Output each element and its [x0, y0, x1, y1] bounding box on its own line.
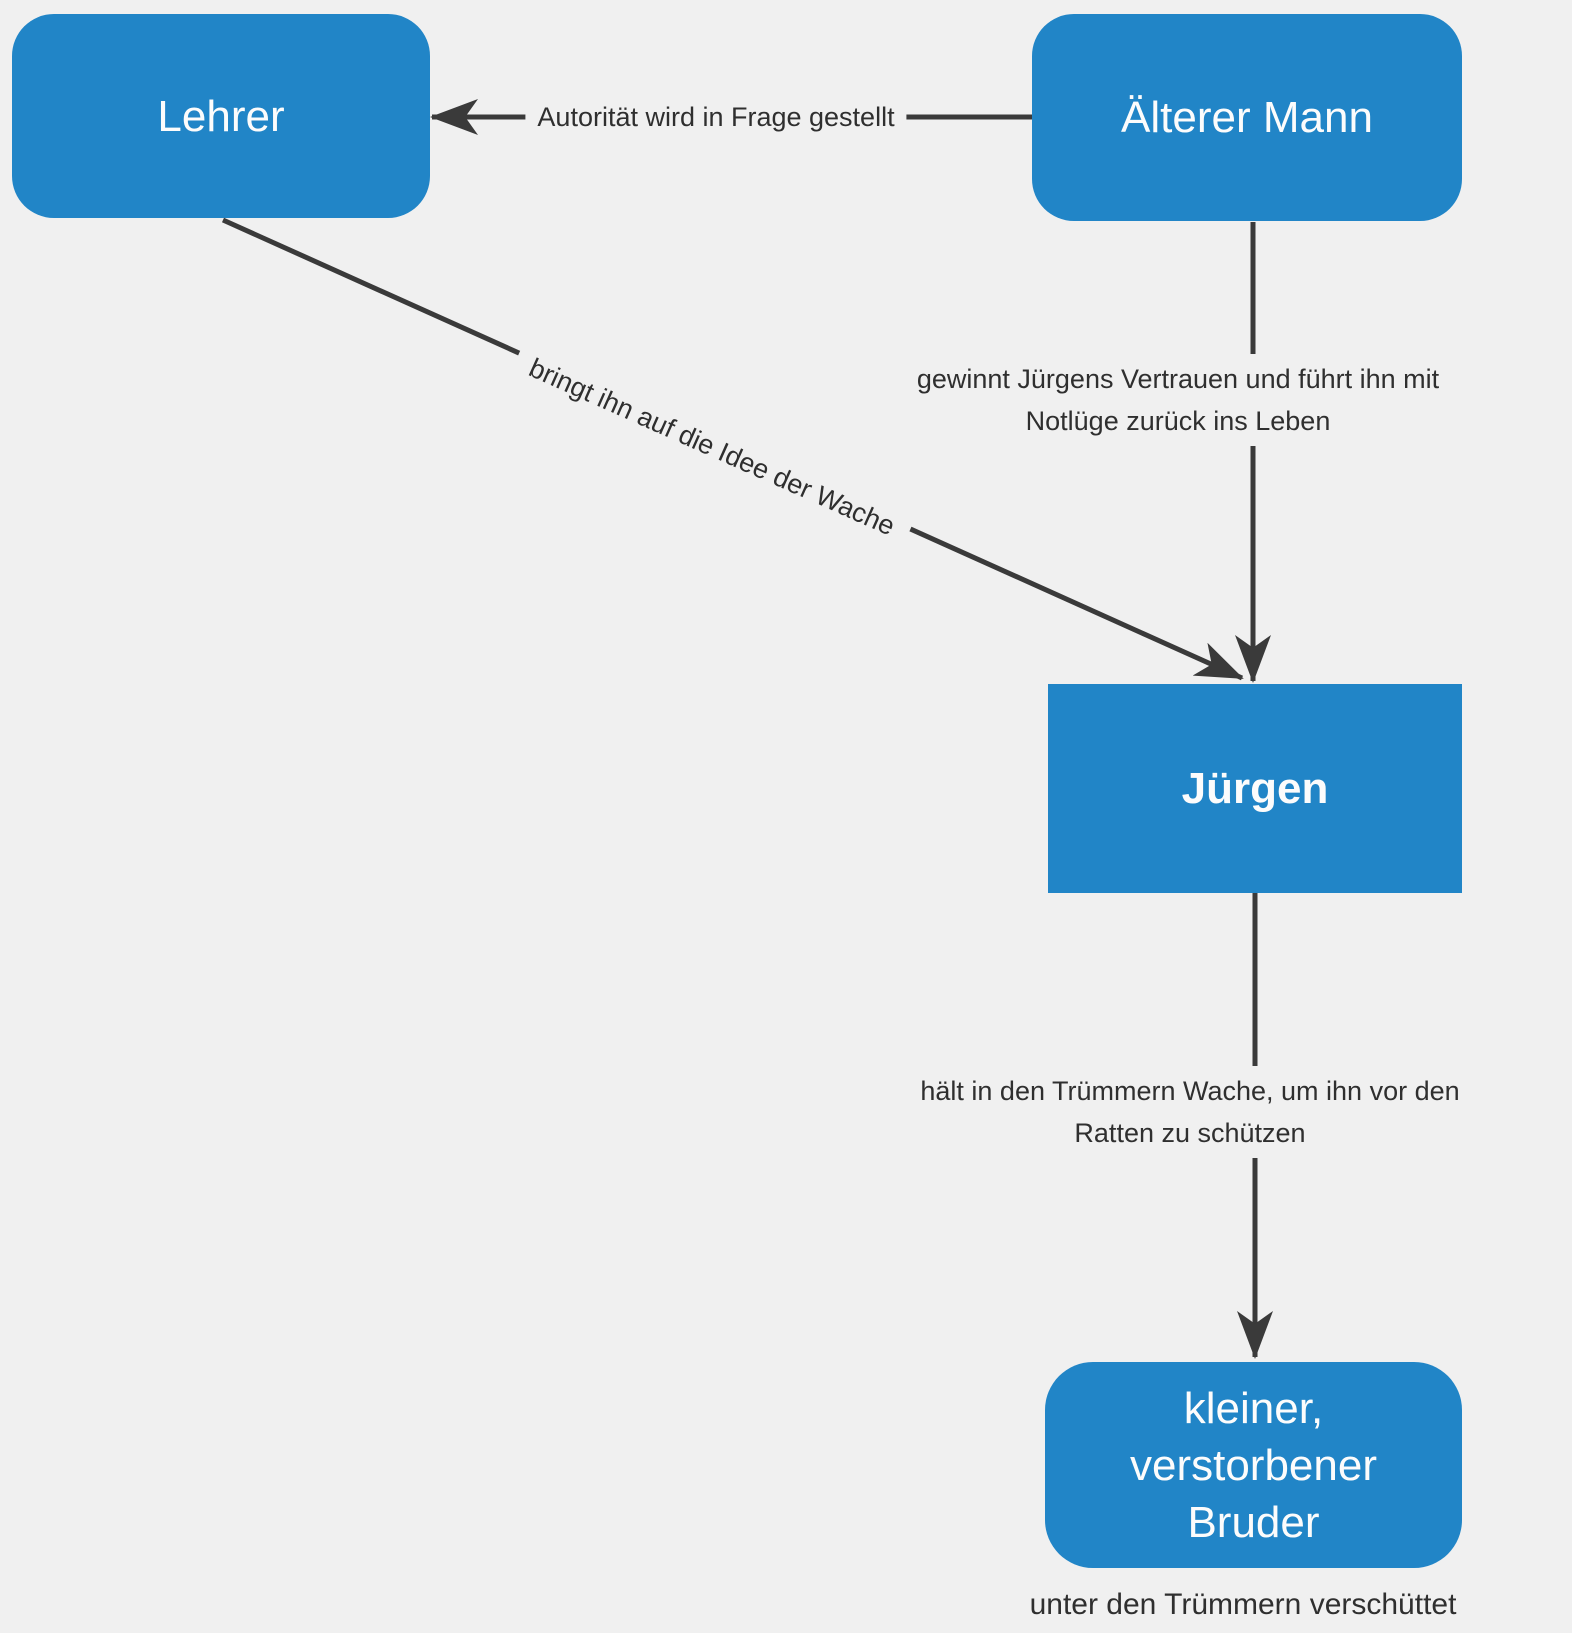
node-bruder-label-line: kleiner,	[1183, 1383, 1324, 1433]
edge-label-gewinnt-line: gewinnt Jürgens Vertrauen und führt ihn …	[916, 364, 1440, 394]
node-bruder-label-line: verstorbener	[1129, 1440, 1377, 1490]
edge-label-gewinnt: gewinnt Jürgens Vertrauen und führt ihn …	[904, 354, 1452, 446]
node-bruder-label-line: Bruder	[1187, 1497, 1320, 1547]
node-aelterer-mann-label: Älterer Mann	[1121, 93, 1373, 142]
edge-label-bringt: bringt ihn auf die Idee der Wache	[505, 336, 919, 558]
edge-label-gewinnt-line: Notlüge zurück ins Leben	[1025, 406, 1331, 436]
node-lehrer-label: Lehrer	[157, 91, 285, 141]
edge-label-haelt-line: hält in den Trümmern Wache, um ihn vor d…	[920, 1076, 1460, 1106]
node-juergen: Jürgen	[1048, 684, 1462, 893]
edge-label-autoritaet: Autorität wird in Frage gestellt	[525, 92, 907, 142]
node-lehrer: Lehrer	[12, 14, 430, 218]
bruder-note: unter den Trümmern verschüttet	[1029, 1588, 1457, 1621]
node-aelterer-mann: Älterer Mann	[1032, 14, 1462, 221]
node-bruder: kleiner, verstorbener Bruder	[1045, 1362, 1462, 1568]
edge-label-haelt-line: Ratten zu schützen	[1074, 1118, 1306, 1148]
edge-label-haelt: hält in den Trümmern Wache, um ihn vor d…	[908, 1066, 1472, 1158]
node-juergen-label: Jürgen	[1181, 764, 1329, 813]
